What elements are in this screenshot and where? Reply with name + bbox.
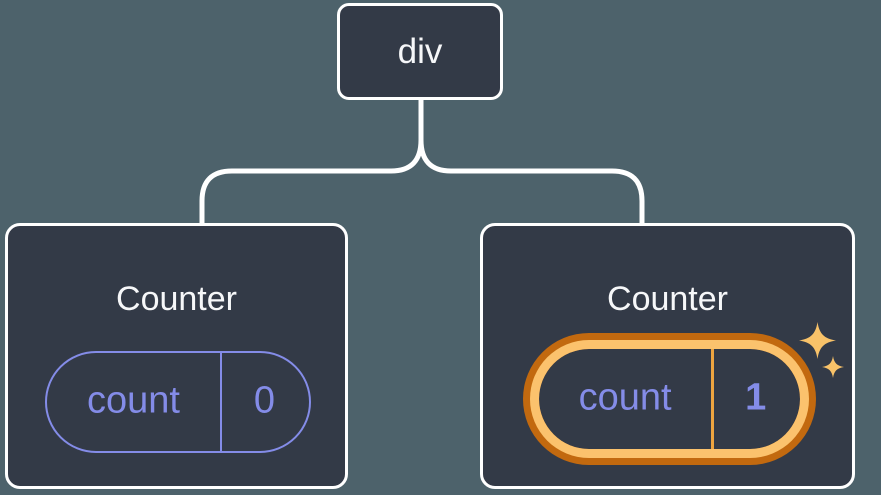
state-key: count bbox=[578, 376, 672, 419]
root-node-label: div bbox=[397, 31, 443, 71]
counter-card-right: Counter count 1 bbox=[480, 223, 855, 489]
sparkle-icon bbox=[822, 356, 844, 378]
pill-divider bbox=[711, 349, 715, 449]
state-key: count bbox=[86, 379, 180, 422]
connector-left-branch bbox=[199, 97, 424, 228]
state-value: 1 bbox=[745, 376, 767, 419]
root-node: div bbox=[337, 3, 503, 100]
state-value: 0 bbox=[253, 379, 276, 422]
pill-divider bbox=[219, 353, 223, 451]
card-title: Counter bbox=[116, 280, 237, 318]
card-title: Counter bbox=[607, 280, 728, 318]
sparkle-icon bbox=[799, 322, 836, 359]
counter-card-left: Counter count 0 bbox=[5, 223, 348, 489]
state-pill: count 0 bbox=[45, 351, 311, 453]
state-pill-highlighted: count 1 bbox=[539, 349, 800, 449]
connector-right-branch bbox=[418, 97, 645, 228]
